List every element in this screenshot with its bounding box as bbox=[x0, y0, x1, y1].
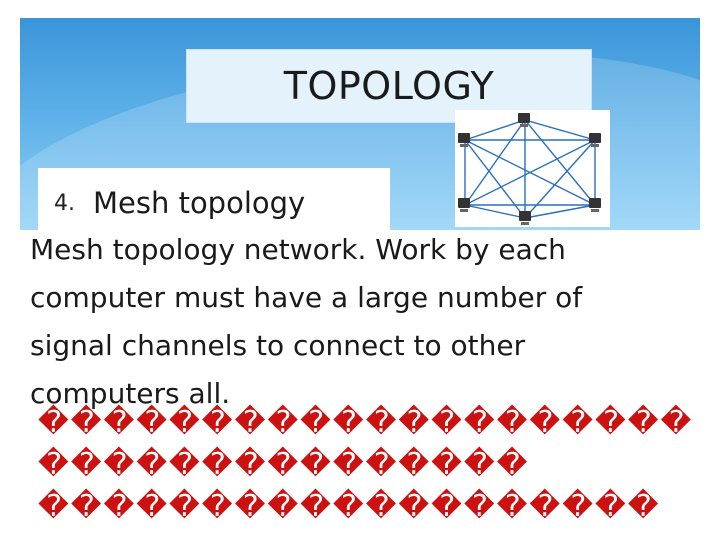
subtitle-number: 4. bbox=[54, 190, 75, 216]
body-line: signal channels to connect to other bbox=[30, 329, 526, 362]
subtitle: Mesh topology bbox=[93, 186, 306, 220]
garbled-text: �������������������� ��������������� ���… bbox=[38, 402, 720, 528]
computer-icon bbox=[458, 198, 470, 212]
subtitle-box: 4. Mesh topology bbox=[38, 168, 390, 230]
mesh-diagram bbox=[458, 113, 601, 225]
body-line: Mesh topology network. Work by each bbox=[30, 233, 566, 266]
computer-icon bbox=[589, 198, 601, 212]
computer-icon bbox=[589, 133, 601, 147]
mesh-links bbox=[464, 119, 596, 219]
computer-icon bbox=[519, 211, 531, 225]
slide-title: TOPOLOGY bbox=[283, 64, 495, 108]
garbled-line: �������������������� bbox=[38, 405, 694, 440]
garbled-line: ��������������� bbox=[38, 447, 530, 482]
mesh-network-icon bbox=[455, 110, 610, 227]
body-line: computers all. bbox=[30, 377, 231, 410]
body-line: computer must have a large number of bbox=[30, 281, 583, 314]
computer-icon bbox=[458, 133, 470, 147]
body-text: Mesh topology network. Work by each comp… bbox=[30, 226, 720, 418]
computer-nodes bbox=[458, 113, 601, 225]
computer-icon bbox=[518, 113, 530, 127]
garbled-line: ������������������� bbox=[38, 489, 661, 524]
